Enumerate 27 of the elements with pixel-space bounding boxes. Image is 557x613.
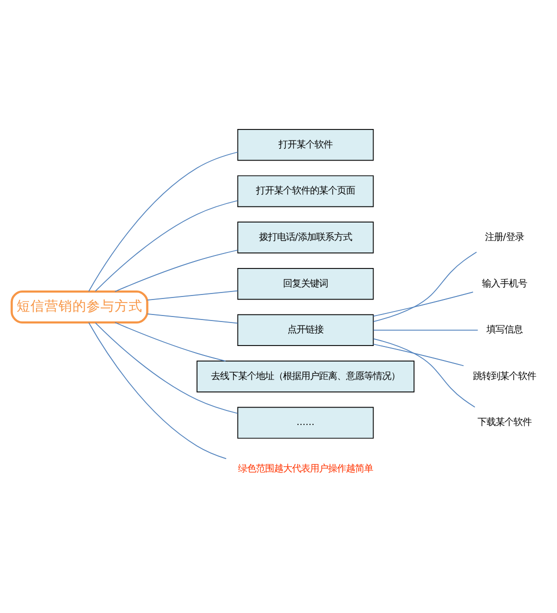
node-box: 去线下某个地址（根据用户距离、意愿等情况）: [196, 360, 414, 392]
node-box: 短信营销的参与方式: [10, 290, 148, 324]
node-box: 打开某个软件: [237, 128, 374, 160]
connector: [88, 322, 227, 459]
connector: [372, 343, 464, 366]
connector: [88, 151, 238, 292]
connector: [114, 249, 238, 292]
connector: [373, 251, 477, 322]
connector: [372, 291, 474, 316]
node-text: 输入手机号: [482, 278, 528, 289]
connector: [146, 290, 238, 300]
node-box: 回复关键词: [237, 267, 374, 300]
connector: [146, 312, 238, 324]
connector: [94, 200, 238, 292]
connector: [373, 338, 476, 408]
node-text: 下载某个软件: [478, 416, 532, 428]
node-box: 打开某个软件的某个页面: [237, 174, 374, 207]
node-text: 绿色范围越大代表用户操作越简单: [238, 463, 374, 474]
node-box: ......: [237, 406, 374, 438]
connector: [94, 322, 238, 414]
node-text: 跳转到某个软件: [473, 370, 536, 382]
connector: [114, 322, 226, 361]
connector: [373, 329, 478, 330]
node-box: 点开链接: [237, 314, 374, 346]
node-box: 拨打电话/添加联系方式: [237, 221, 374, 253]
node-text: 填写信息: [486, 324, 523, 336]
node-text: 注册/登录: [484, 231, 524, 242]
